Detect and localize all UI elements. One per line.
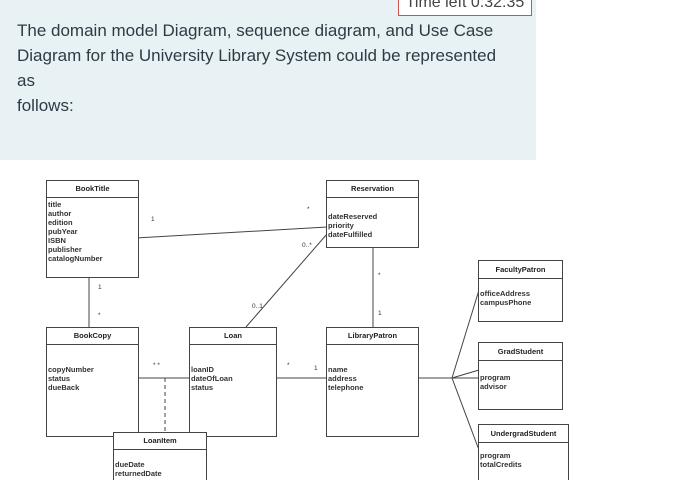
attr: dateFulfilled xyxy=(328,230,373,239)
multiplicity-label: 1 xyxy=(151,216,155,223)
attr: copyNumber xyxy=(48,365,94,374)
multiplicity-label: 1 xyxy=(314,365,318,372)
attr: priority xyxy=(328,221,354,230)
attr: author xyxy=(48,209,72,218)
uml-domain-diagram: BookTitle title author edition pubYear I… xyxy=(17,160,700,480)
class-gradstudent: GradStudent program advisor xyxy=(478,342,563,410)
attr: status xyxy=(48,374,71,383)
class-name: UndergradStudent xyxy=(479,425,568,443)
intro-line: The domain model Diagram, sequence diagr… xyxy=(17,21,494,40)
attr: officeAddress xyxy=(480,289,531,298)
attr: dueDate xyxy=(115,460,145,469)
attr: telephone xyxy=(328,383,364,392)
time-left-indicator: Time left 0:32:35 xyxy=(398,0,532,16)
class-bookcopy: BookCopy copyNumber status dueBack xyxy=(46,327,139,437)
class-booktitle: BookTitle title author edition pubYear I… xyxy=(46,180,139,278)
class-name: LoanItem xyxy=(114,433,206,450)
attr: catalogNumber xyxy=(48,254,103,263)
attr: dueBack xyxy=(48,383,80,392)
attr: loanID xyxy=(191,365,214,374)
attr: program xyxy=(480,373,511,382)
class-librarypatron: LibraryPatron name address telephone xyxy=(326,327,419,437)
attr: title xyxy=(48,200,62,209)
attr: dateOfLoan xyxy=(191,374,233,383)
class-name: LibraryPatron xyxy=(327,328,418,345)
intro-line: Diagram for the University Library Syste… xyxy=(17,46,497,90)
class-facultypatron: FacultyPatron officeAddress campusPhone xyxy=(478,260,563,322)
multiplicity-label: * xyxy=(378,272,381,279)
attr: program xyxy=(480,451,511,460)
multiplicity-label: * xyxy=(98,312,101,319)
attr: name xyxy=(328,365,348,374)
attr: address xyxy=(328,374,357,383)
multiplicity-label: 1 xyxy=(378,310,382,317)
multiplicity-label: * xyxy=(287,362,290,369)
class-name: FacultyPatron xyxy=(479,261,562,279)
attr: pubYear xyxy=(48,227,78,236)
class-loanitem: LoanItem dueDate returnedDate xyxy=(113,432,207,480)
class-reservation: Reservation dateReserved priority dateFu… xyxy=(326,180,419,248)
class-loan: Loan loanID dateOfLoan status xyxy=(189,327,277,437)
multiplicity-label: * xyxy=(307,206,310,213)
intro-line: follows: xyxy=(17,96,74,115)
class-name: Reservation xyxy=(327,181,418,198)
class-undergradstudent: UndergradStudent program totalCredits xyxy=(478,424,569,480)
class-name: BookTitle xyxy=(47,181,138,198)
attr: ISBN xyxy=(48,236,66,245)
multiplicity-label: 0..1 xyxy=(252,303,263,310)
attr: edition xyxy=(48,218,73,227)
class-name: Loan xyxy=(190,328,276,345)
attr: publisher xyxy=(48,245,82,254)
multiplicity-label: 1 xyxy=(98,284,102,291)
attr: totalCredits xyxy=(480,460,522,469)
multiplicity-label: 0..* xyxy=(302,242,312,249)
class-name: GradStudent xyxy=(479,343,562,361)
multiplicity-label: * * xyxy=(153,362,160,369)
question-panel: Time left 0:32:35 The domain model Diagr… xyxy=(0,0,536,160)
attr: returnedDate xyxy=(115,469,162,478)
association-lines xyxy=(88,226,480,451)
attr: dateReserved xyxy=(328,212,378,221)
intro-text: The domain model Diagram, sequence diagr… xyxy=(17,18,517,118)
class-name: BookCopy xyxy=(47,328,138,345)
attr: campusPhone xyxy=(480,298,532,307)
attr: status xyxy=(191,383,214,392)
attr: advisor xyxy=(480,382,507,391)
